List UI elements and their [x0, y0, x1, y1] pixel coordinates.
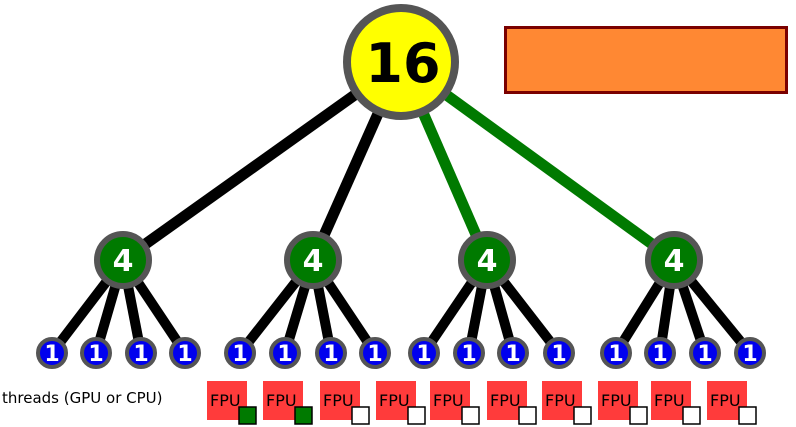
group-node-3 [458, 231, 516, 289]
fpu-idle-indicator [629, 406, 648, 425]
fpu-idle-indicator [573, 406, 592, 425]
leaf-node-label: 1 [608, 342, 623, 367]
fpu-label: FPU [210, 391, 241, 410]
leaf-node-label: 1 [323, 342, 338, 367]
leaf-node [497, 337, 529, 369]
leaf-node [169, 337, 201, 369]
leaf-node [224, 337, 256, 369]
fpu-active-indicator [294, 406, 313, 425]
fpu-label: FPU [379, 391, 410, 410]
group-node-label: 4 [664, 244, 685, 279]
leaf-node-label: 1 [505, 342, 520, 367]
root-node-label: 16 [365, 32, 440, 95]
root-node [343, 4, 459, 120]
group-node-label: 4 [303, 244, 324, 279]
fpu-idle-indicator [461, 406, 480, 425]
fpu-label: FPU [266, 391, 297, 410]
tree-nodes: 16 4 1 1 1 1 4 1 1 1 1 4 1 1 1 1 4 1 1 1 1 [36, 4, 766, 369]
leaf-node-label: 1 [133, 342, 148, 367]
leaf-node-label: 1 [652, 342, 667, 367]
leaf-node [36, 337, 68, 369]
fpu-label: FPU [654, 391, 685, 410]
leaf-node-label: 1 [697, 342, 712, 367]
group-node-label: 4 [477, 244, 498, 279]
leaf-node [734, 337, 766, 369]
leaf-node-label: 1 [742, 342, 757, 367]
leaf-node [689, 337, 721, 369]
threads-label: threads (GPU or CPU) [2, 389, 163, 407]
leaf-node-label: 1 [177, 342, 192, 367]
leaf-node [269, 337, 301, 369]
fpu-active-indicator [238, 406, 257, 425]
orange-banner [504, 26, 788, 94]
group-node-1 [94, 231, 152, 289]
leaf-node-label: 1 [367, 342, 382, 367]
leaf-node [408, 337, 440, 369]
fpu-row: FPU FPU FPU FPU FPU FPU FPU FPU FPU FPU [207, 381, 757, 425]
fpu-label: FPU [490, 391, 521, 410]
fpu-idle-indicator [407, 406, 426, 425]
fpu-label: FPU [433, 391, 464, 410]
leaf-node-label: 1 [416, 342, 431, 367]
leaf-node [315, 337, 347, 369]
fpu-label: FPU [545, 391, 576, 410]
group-node-label: 4 [113, 244, 134, 279]
leaf-node-label: 1 [277, 342, 292, 367]
leaf-node [125, 337, 157, 369]
fpu-idle-indicator [351, 406, 370, 425]
leaf-node-label: 1 [88, 342, 103, 367]
leaf-node-label: 1 [232, 342, 247, 367]
leaf-node [359, 337, 391, 369]
group-node-4 [645, 231, 703, 289]
leaf-node [644, 337, 676, 369]
fpu-idle-indicator [682, 406, 701, 425]
leaf-node [80, 337, 112, 369]
group-node-2 [284, 231, 342, 289]
leaf-node [453, 337, 485, 369]
fpu-idle-indicator [518, 406, 537, 425]
fpu-label: FPU [601, 391, 632, 410]
leaf-node-label: 1 [551, 342, 566, 367]
fpu-idle-indicator [738, 406, 757, 425]
leaf-node [543, 337, 575, 369]
leaf-node-label: 1 [461, 342, 476, 367]
fpu-label: FPU [710, 391, 741, 410]
fpu-label: FPU [323, 391, 354, 410]
leaf-node-label: 1 [44, 342, 59, 367]
leaf-node [600, 337, 632, 369]
